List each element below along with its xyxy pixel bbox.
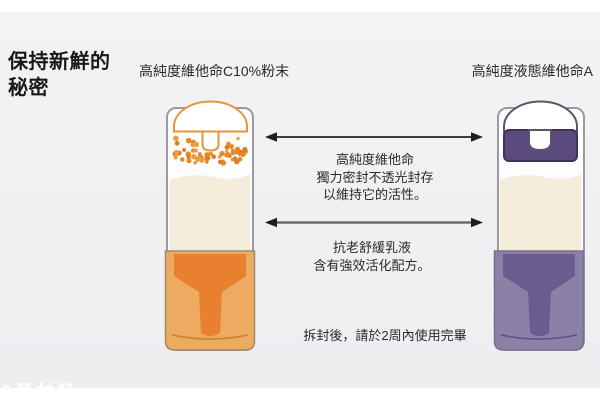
watermark: 5号材料 <box>2 377 78 388</box>
powder-dot <box>224 144 230 150</box>
powder-dot <box>193 160 198 165</box>
powder-dot <box>186 158 192 164</box>
powder-dots <box>172 135 248 166</box>
annotation-line: 獨力密封不透光封存 <box>316 169 434 185</box>
powder-dot <box>182 148 186 152</box>
powder-dot <box>225 149 229 153</box>
right-bottle-funnel <box>503 254 575 336</box>
right-bottle-base-line <box>500 334 578 340</box>
powder-dot <box>224 152 229 158</box>
left-bottle <box>164 100 256 351</box>
powder-dot <box>207 152 212 157</box>
powder-dot <box>186 155 191 160</box>
powder-dot <box>211 154 216 159</box>
powder-dot <box>234 146 241 152</box>
annotation-line: 含有強效活化配方。 <box>313 257 431 273</box>
left-bottle-plunger-stem <box>201 130 220 152</box>
powder-dot <box>204 155 211 161</box>
double-arrow-top <box>265 132 483 142</box>
annotation-line: 高純度維他命 <box>335 152 414 167</box>
powder-dot <box>174 150 180 155</box>
annotation-line: 抗老舒緩乳液 <box>332 240 411 255</box>
powder-dot <box>230 144 234 148</box>
right-bottle-plunger-stem <box>528 129 552 152</box>
powder-dot <box>217 155 222 159</box>
powder-dot <box>230 150 236 156</box>
left-bottle-label: 高純度維他命C10%粉末 <box>139 63 290 79</box>
powder-dot <box>230 157 235 162</box>
powder-dot <box>238 152 242 157</box>
left-bottle-cream-liquid <box>169 174 251 251</box>
powder-dot <box>234 158 240 165</box>
usage-note: 拆封後，請於2周內使用完畢 <box>303 328 467 343</box>
right-bottle-cream-liquid <box>500 174 581 251</box>
powder-dot <box>198 152 202 156</box>
left-bottle-funnel <box>174 254 246 336</box>
powder-dot <box>173 135 179 142</box>
powder-dot <box>173 155 178 160</box>
powder-dot <box>180 157 185 162</box>
powder-dot <box>236 136 240 141</box>
annotation-lotion: 抗老舒緩乳液 含有強效活化配方。 <box>292 239 452 274</box>
powder-dot <box>185 137 192 144</box>
annotation-vitamin-seal: 高純度維他命 獨力密封不透光封存 以維持它的活性。 <box>295 151 455 204</box>
right-bottle-dome <box>503 100 578 133</box>
powder-dot <box>174 140 180 146</box>
right-bottle <box>493 100 585 351</box>
powder-dot <box>191 154 197 160</box>
powder-dot <box>241 149 246 155</box>
annotation-line: 以維持它的活性。 <box>322 187 427 202</box>
powder-dot <box>218 159 223 165</box>
powder-dot <box>199 157 205 163</box>
right-bottle-label: 高純度液態維他命A <box>471 63 593 79</box>
powder-dot <box>193 141 199 148</box>
powder-dot <box>219 150 225 157</box>
double-arrow-bottom <box>265 217 483 228</box>
powder-dot <box>193 148 198 153</box>
left-bottle-dome <box>173 100 248 133</box>
bottom-strip <box>0 388 600 400</box>
page-title: 保持新鮮的 秘密 <box>8 51 111 100</box>
powder-dot <box>204 160 209 164</box>
left-bottle-base-line <box>171 334 249 340</box>
